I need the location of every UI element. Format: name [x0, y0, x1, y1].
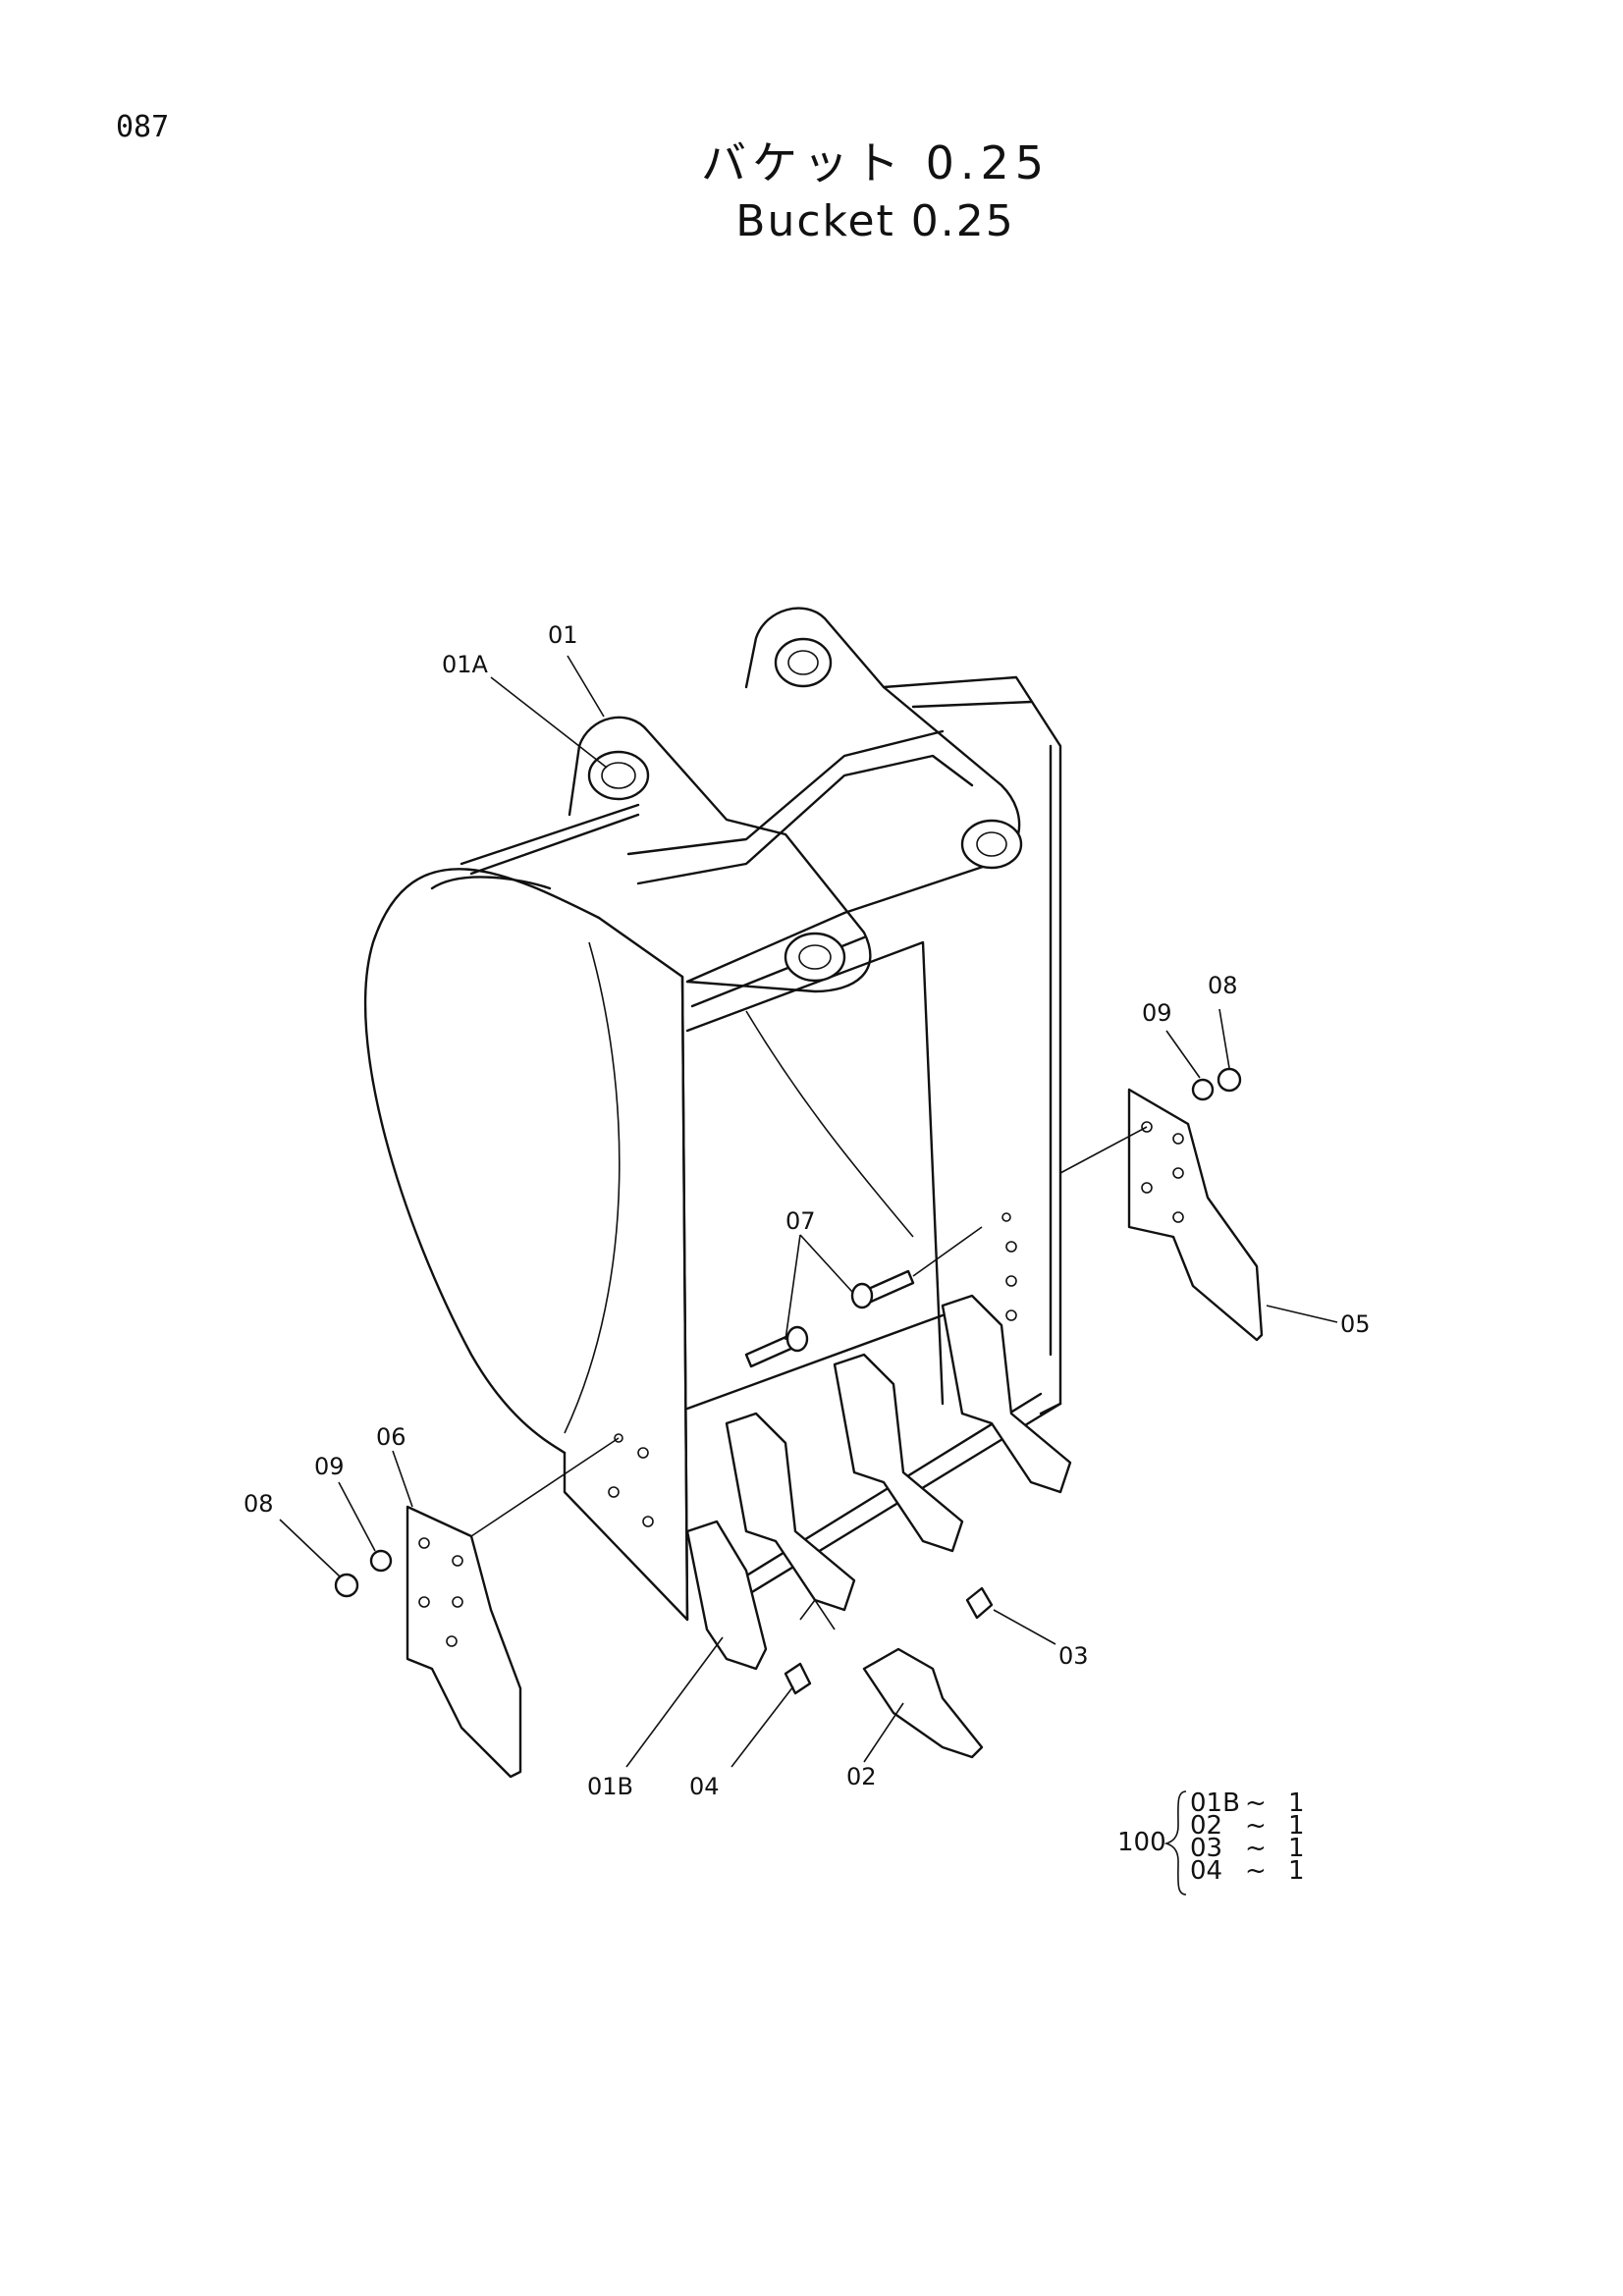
side-cutter-05 — [1059, 1088, 1264, 1342]
label-02: 02 — [846, 1763, 877, 1790]
nut-08-left — [334, 1573, 359, 1598]
pin-boss-01a — [587, 750, 650, 801]
pin-03 — [965, 1586, 994, 1620]
label-01b: 01B — [587, 1773, 633, 1800]
title-english: Bucket 0.25 — [735, 196, 1015, 246]
label-01a: 01A — [442, 651, 489, 678]
label-09-right: 09 — [1142, 999, 1172, 1027]
label-05: 05 — [1340, 1310, 1371, 1338]
kit-range-symbol: ~ — [1245, 1789, 1267, 1818]
kit-legend: 100 01B 02 03 04 ~ ~ ~ ~ 1 1 1 1 — [1117, 1789, 1305, 1896]
nuts-washers — [334, 1067, 1242, 1598]
label-03: 03 — [1058, 1642, 1089, 1670]
label-07: 07 — [785, 1207, 816, 1235]
mounting-ears — [568, 607, 1023, 993]
tooth-assembly — [784, 1586, 994, 1759]
kit-item-qty: 1 — [1288, 1811, 1305, 1841]
washer-09-left — [369, 1549, 393, 1573]
label-04: 04 — [689, 1773, 720, 1800]
bolts-07 — [744, 1226, 983, 1368]
page-number: 087 — [116, 110, 170, 144]
kit-item-part: 01B — [1190, 1789, 1240, 1818]
callout-labels: 01A 01 08 09 07 05 06 09 08 03 01B 04 02 — [243, 621, 1371, 1800]
lock-04 — [784, 1662, 812, 1695]
kit-item-part: 04 — [1190, 1856, 1222, 1886]
kit-range-symbol: ~ — [1245, 1856, 1267, 1886]
label-08-right: 08 — [1208, 972, 1238, 999]
side-bolt-holes — [608, 1212, 1017, 1527]
label-01: 01 — [548, 621, 578, 649]
kit-range-symbol: ~ — [1245, 1811, 1267, 1841]
kit-item-qty: 1 — [1288, 1856, 1305, 1886]
bucket-teeth — [685, 1294, 1072, 1671]
label-08-left: 08 — [243, 1490, 274, 1518]
kit-number: 100 — [1117, 1828, 1166, 1857]
label-09-left: 09 — [314, 1453, 345, 1480]
nut-08-right — [1217, 1067, 1242, 1093]
side-cutter-06 — [406, 1437, 620, 1779]
kit-range-symbol: ~ — [1245, 1834, 1267, 1863]
tooth-02 — [862, 1647, 984, 1759]
kit-item-part: 03 — [1190, 1834, 1222, 1863]
label-06: 06 — [376, 1423, 406, 1451]
kit-item-part: 02 — [1190, 1811, 1222, 1841]
title-japanese: バケット 0.25 — [700, 136, 1051, 189]
kit-item-qty: 1 — [1288, 1834, 1305, 1863]
kit-item-qty: 1 — [1288, 1789, 1305, 1818]
washer-09-right — [1191, 1078, 1215, 1101]
bucket-body — [363, 675, 1062, 1622]
leader-lines — [279, 655, 1338, 1768]
